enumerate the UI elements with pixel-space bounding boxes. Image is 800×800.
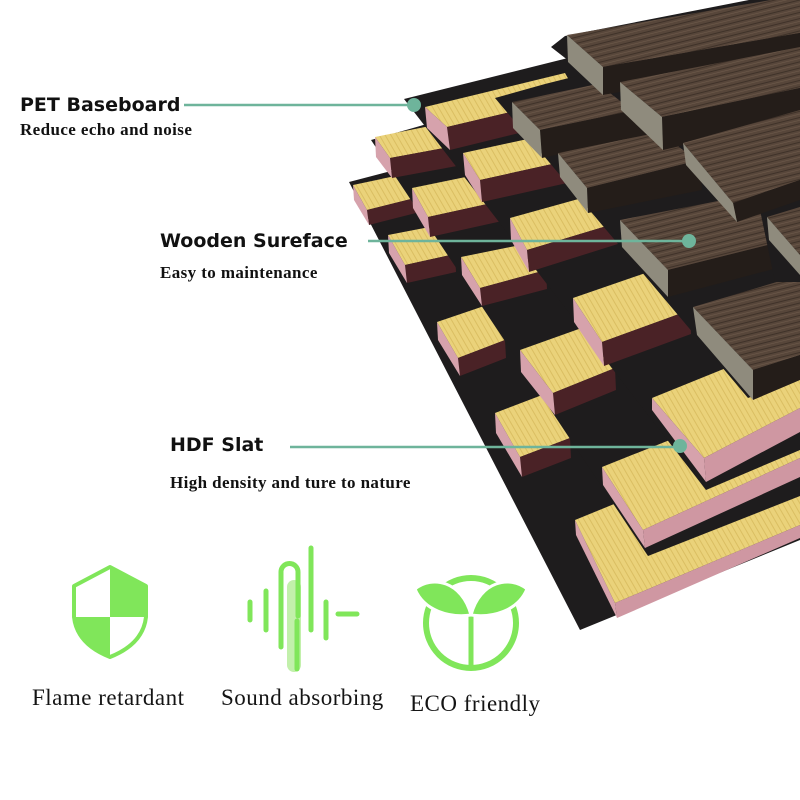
leader-line-hdf-slat	[290, 439, 687, 453]
callout-dot-hdf-slat	[673, 439, 687, 453]
dark-wood-slat	[767, 207, 800, 275]
callout-subtitle: Easy to maintenance	[160, 263, 318, 282]
light-slat-block	[353, 175, 416, 225]
shield-icon	[72, 565, 148, 659]
light-slat-block	[437, 304, 506, 376]
callout-subtitle: High density and ture to nature	[170, 473, 411, 492]
dark-wood-slat	[693, 275, 800, 400]
callout-title: Wooden Sureface	[160, 230, 348, 252]
leader-line-pet-baseboard	[184, 98, 421, 112]
callout-title: HDF Slat	[170, 434, 264, 456]
leader-line-wooden-surface	[368, 234, 696, 248]
sound-wave-icon	[247, 545, 360, 672]
callout-title: PET Baseboard	[20, 94, 181, 116]
callout-dot-wooden-surface	[682, 234, 696, 248]
feature-label: Flame retardant	[32, 685, 185, 710]
dark-wood-slat	[683, 110, 800, 222]
callout-subtitle: Reduce echo and noise	[20, 120, 193, 139]
feature-label: ECO friendly	[410, 691, 541, 716]
feature-label: Sound absorbing	[221, 685, 384, 710]
callout-dot-pet-baseboard	[407, 98, 421, 112]
eco-sprout-icon	[413, 575, 529, 671]
dark-wood-slat	[620, 47, 800, 150]
